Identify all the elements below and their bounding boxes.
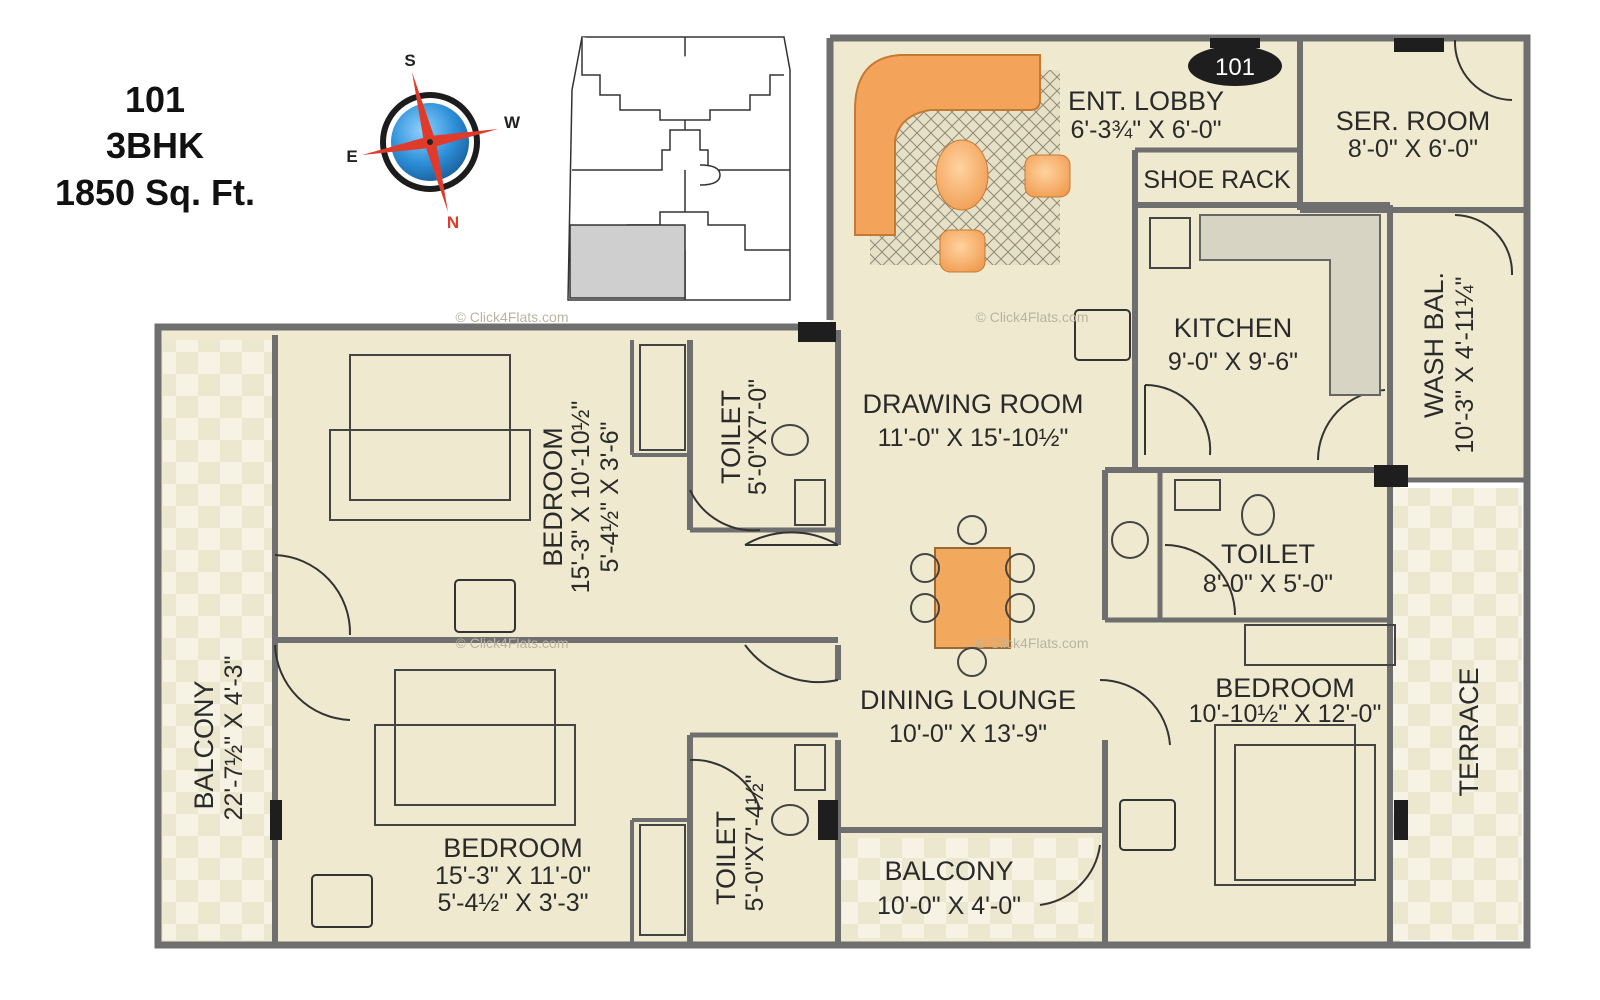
unit-area: 1850 Sq. Ft.	[55, 172, 255, 213]
unit-title: 101 3BHK 1850 Sq. Ft.	[55, 79, 255, 213]
ser-room-dim: 8'-0" X 6'-0"	[1348, 135, 1478, 163]
drawing-room-dim: 11'-0" X 15'-10½"	[878, 424, 1069, 452]
toilet-1-name: TOILET	[716, 390, 746, 484]
bedroom-2-dim: 15'-3" X 11'-0"	[435, 862, 591, 890]
terrace-name: TERRACE	[1454, 667, 1484, 796]
unit-badge: 101	[1188, 46, 1282, 86]
compass-w-label: W	[504, 113, 521, 132]
watermark-1: © Click4Flats.com	[456, 309, 569, 325]
bedroom-2-dim2: 5'-4½" X 3'-3"	[438, 889, 589, 917]
bedroom-1-dim2: 5'-4½" X 3'-6"	[596, 422, 624, 573]
compass-e-label: E	[346, 147, 357, 166]
watermarks: © Click4Flats.com © Click4Flats.com © Cl…	[456, 309, 1089, 651]
toilet-3-name: TOILET	[711, 811, 741, 905]
balcony-1-dim: 22'-7½" X 4'-3"	[220, 656, 248, 821]
ent-lobby-dim: 6'-3¾" X 6'-0"	[1071, 116, 1222, 144]
wash-bal-dim: 10'-3" X 4'-11¼"	[1451, 277, 1479, 454]
doors	[274, 39, 1514, 906]
beds	[329, 354, 1376, 886]
kitchen-name: KITCHEN	[1174, 313, 1293, 343]
bedroom-3-name: BEDROOM	[1215, 673, 1355, 703]
floor-areas	[158, 35, 1530, 947]
watermark-2: © Click4Flats.com	[976, 309, 1089, 325]
unit-badge-label: 101	[1215, 54, 1255, 81]
columns	[270, 38, 1444, 840]
shoe-rack-name: SHOE RACK	[1143, 166, 1291, 194]
balcony-2-dim: 10'-0" X 4'-0"	[877, 892, 1021, 920]
unit-number: 101	[125, 79, 185, 120]
compass-icon: S W E N	[346, 51, 521, 232]
dining-lounge-dim: 10'-0" X 13'-9"	[889, 720, 1047, 748]
balcony-2-name: BALCONY	[884, 856, 1013, 886]
lobby-sofa	[854, 54, 1071, 273]
terrace-floor	[1390, 488, 1522, 940]
bedroom-1-dim: 15'-3" X 10'-10½"	[567, 401, 595, 594]
key-plan	[567, 36, 791, 301]
wardrobes	[639, 344, 1396, 936]
toilet-2-name: TOILET	[1221, 539, 1315, 569]
toilet-3-dim: 5'-0"X7'-4½"	[741, 774, 769, 911]
watermark-4: © Click4Flats.com	[976, 635, 1089, 651]
balcony-bottom-floor	[842, 838, 1094, 938]
ent-lobby-name: ENT. LOBBY	[1068, 86, 1224, 116]
compass-n-label: N	[447, 213, 459, 232]
dining-lounge-name: DINING LOUNGE	[860, 685, 1076, 715]
unit-type: 3BHK	[106, 125, 204, 166]
sanitary-fixtures	[771, 214, 1381, 836]
room-labels: ENT. LOBBY 6'-3¾" X 6'-0" SER. ROOM 8'-0…	[189, 86, 1490, 920]
balcony-left-floor	[163, 340, 275, 940]
armchairs	[311, 309, 1176, 928]
toilet-1-dim: 5'-0"X7'-0"	[744, 379, 772, 495]
walls	[154, 34, 1531, 949]
balcony-1-name: BALCONY	[189, 680, 219, 809]
dining-table	[910, 515, 1035, 677]
kitchen-dim: 9'-0" X 9'-6"	[1168, 348, 1298, 376]
compass-s-label: S	[404, 51, 415, 70]
bedroom-2-name: BEDROOM	[443, 833, 583, 863]
drawing-room-name: DRAWING ROOM	[863, 389, 1084, 419]
bedroom-3-dim: 10'-10½" X 12'-0"	[1189, 700, 1382, 728]
watermark-3: © Click4Flats.com	[456, 635, 569, 651]
ser-room-name: SER. ROOM	[1336, 106, 1491, 136]
bedroom-1-name: BEDROOM	[538, 427, 568, 567]
wash-bal-name: WASH BAL.	[1419, 272, 1449, 418]
toilet-2-dim: 8'-0" X 5'-0"	[1203, 570, 1333, 598]
